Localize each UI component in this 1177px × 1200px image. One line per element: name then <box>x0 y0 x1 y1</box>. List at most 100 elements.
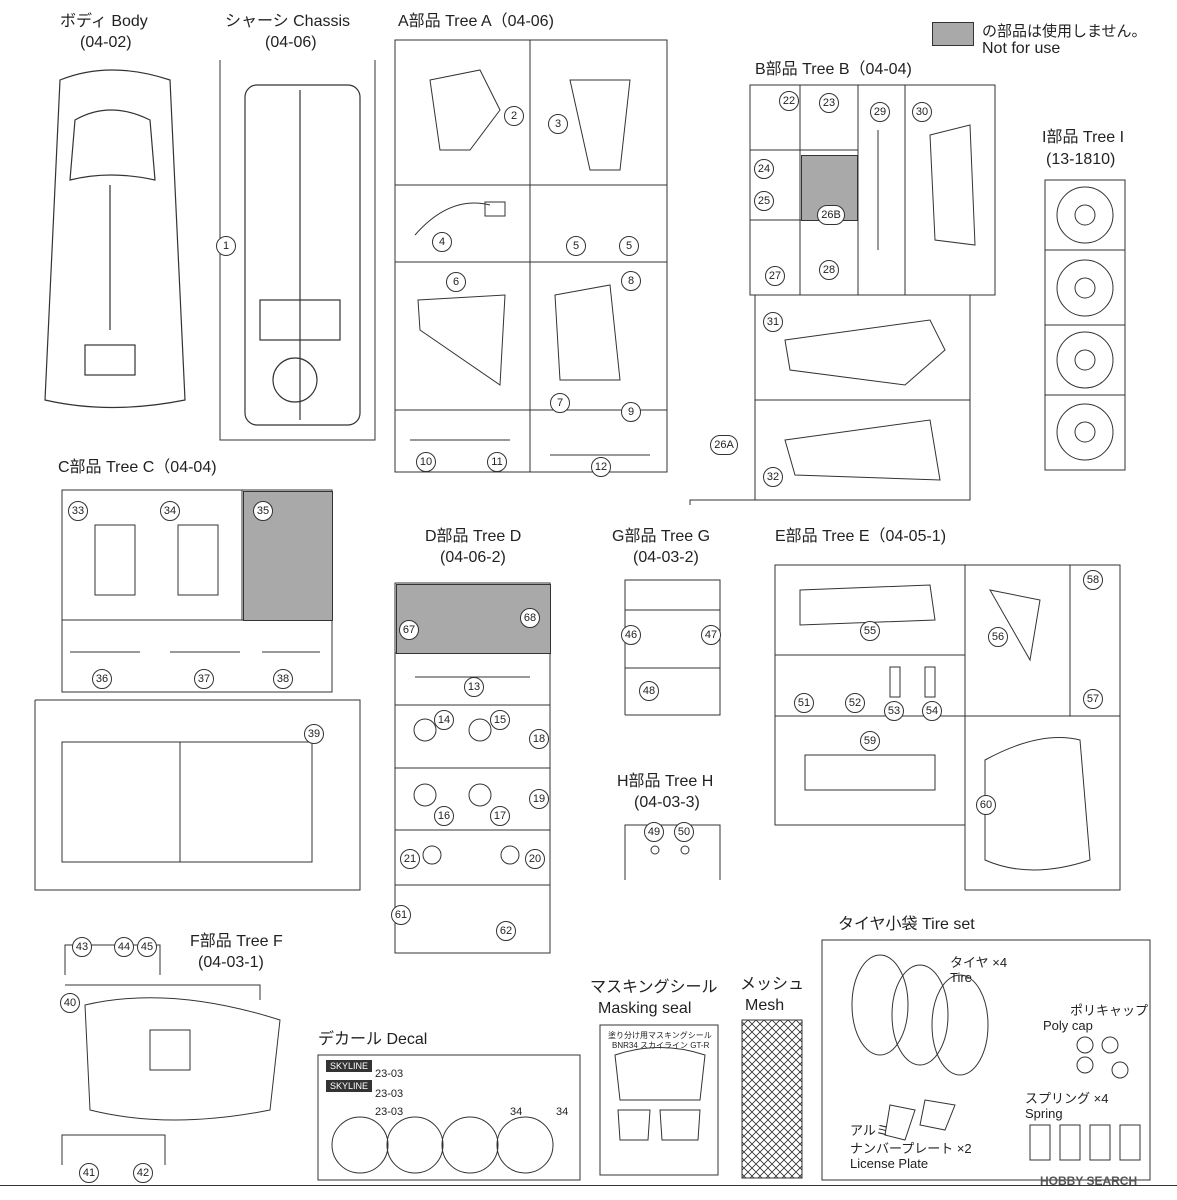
part-number: 4 <box>432 232 452 252</box>
tree-d-code: (04-06-2) <box>440 549 506 566</box>
decal-plate-2: 23-03 <box>375 1088 404 1100</box>
part-number: 23 <box>819 93 839 113</box>
part-number: 40 <box>60 993 80 1013</box>
part-number: 17 <box>490 806 510 826</box>
part-number: 19 <box>529 789 549 809</box>
tree-i-title: I部品 Tree I <box>1042 129 1125 146</box>
mesh-title-jp: メッシュ <box>740 976 805 993</box>
part-number: 15 <box>490 710 510 730</box>
part-number: 51 <box>794 693 814 713</box>
part-number: 67 <box>399 620 419 640</box>
part-number: 38 <box>273 669 293 689</box>
part-number: 33 <box>68 501 88 521</box>
part-number: 52 <box>845 693 865 713</box>
legend-swatch <box>932 22 974 46</box>
part-number: 5 <box>619 236 639 256</box>
tree-g-code: (04-03-2) <box>633 549 699 566</box>
part-number: 26B <box>817 205 845 225</box>
part-number: 60 <box>976 795 996 815</box>
masking-title-jp: マスキングシール <box>590 979 718 996</box>
part-number: 49 <box>644 822 664 842</box>
mesh-title-en: Mesh <box>745 997 785 1014</box>
chassis-drawing <box>244 84 361 426</box>
part-number: 16 <box>434 806 454 826</box>
plate-label-jp2: ナンバープレート ×2 <box>850 1141 972 1156</box>
part-number: 48 <box>639 681 659 701</box>
masking-sheet-sub: BNR34 スカイライン GT-R <box>612 1041 710 1050</box>
decal-plate-4: 34 <box>510 1106 523 1118</box>
part-number: 13 <box>464 677 484 697</box>
part-number: 25 <box>754 191 774 211</box>
part-number: 42 <box>133 1163 153 1183</box>
decal-logo-1: SKYLINE <box>326 1060 373 1072</box>
part-number: 58 <box>1083 570 1103 590</box>
bottom-border <box>0 1185 1177 1200</box>
watermark-logo: HOBBY SEARCH <box>1040 1174 1138 1188</box>
tire-set-title: タイヤ小袋 Tire set <box>838 916 975 933</box>
tree-c-title: C部品 Tree C（04-04) <box>58 459 217 476</box>
part-number: 45 <box>137 937 157 957</box>
part-number: 36 <box>92 669 112 689</box>
part-number: 50 <box>674 822 694 842</box>
part-number: 2 <box>504 106 524 126</box>
part-number: 31 <box>763 312 783 332</box>
part-number: 46 <box>621 625 641 645</box>
part-number: 28 <box>819 260 839 280</box>
part-number: 44 <box>114 937 134 957</box>
part-number: 61 <box>391 905 411 925</box>
part-number: 37 <box>194 669 214 689</box>
chassis-code: (04-06) <box>265 34 317 51</box>
part-number: 5 <box>566 236 586 256</box>
part-number: 8 <box>621 271 641 291</box>
tree-f-title: F部品 Tree F <box>190 933 283 950</box>
part-number: 24 <box>754 159 774 179</box>
part-number: 57 <box>1083 689 1103 709</box>
part-number: 62 <box>496 921 516 941</box>
spring-label-jp: スプリング ×4 <box>1025 1091 1109 1106</box>
part-number: 22 <box>779 91 799 111</box>
tree-d-title: D部品 Tree D <box>425 528 522 545</box>
tree-h-code: (04-03-3) <box>634 794 700 811</box>
mesh-sheet-drawing <box>741 1019 803 1179</box>
part-number: 41 <box>79 1163 99 1183</box>
decal-logo-2: SKYLINE <box>326 1080 373 1092</box>
tree-g-title: G部品 Tree G <box>612 528 711 545</box>
tire-label-en: Tire <box>950 970 972 985</box>
part-number: 53 <box>884 701 904 721</box>
plate-label-jp1: アルミ <box>850 1123 889 1138</box>
masking-sheet-title: 塗り分け用マスキングシール <box>608 1031 712 1040</box>
part-number: 26A <box>710 435 738 455</box>
part-number: 3 <box>548 114 568 134</box>
part-number: 1 <box>216 236 236 256</box>
chassis-title: シャーシ Chassis <box>225 13 351 30</box>
decal-plate-1: 23-03 <box>375 1068 404 1080</box>
tree-i-code: (13-1810) <box>1046 151 1116 168</box>
part-number: 29 <box>870 102 890 122</box>
part-number: 34 <box>160 501 180 521</box>
part-number: 6 <box>446 272 466 292</box>
body-title: ボディ Body <box>60 13 148 30</box>
part-number: 21 <box>400 849 420 869</box>
tree-a-title: A部品 Tree A（04-06) <box>398 13 554 30</box>
decal-plate-5: 34 <box>556 1106 569 1118</box>
part-number: 54 <box>922 701 942 721</box>
spring-label-en: Spring <box>1025 1106 1063 1121</box>
part-number: 18 <box>529 729 549 749</box>
polycap-label-en: Poly cap <box>1043 1018 1093 1033</box>
part-number: 43 <box>72 937 92 957</box>
tree-b-title: B部品 Tree B（04-04) <box>755 61 912 78</box>
masking-title-en: Masking seal <box>598 1000 692 1017</box>
tire-label-jp: タイヤ ×4 <box>950 955 1008 970</box>
part-number: 59 <box>860 731 880 751</box>
decal-title: デカール Decal <box>318 1031 428 1048</box>
part-number: 68 <box>520 608 540 628</box>
part-number: 27 <box>765 266 785 286</box>
part-number: 11 <box>487 452 507 472</box>
legend-en: Not for use <box>982 40 1061 57</box>
part-number: 35 <box>253 501 273 521</box>
part-number: 32 <box>763 467 783 487</box>
tree-f-code: (04-03-1) <box>198 954 264 971</box>
legend-jp: の部品は使用しません。 <box>982 23 1147 40</box>
